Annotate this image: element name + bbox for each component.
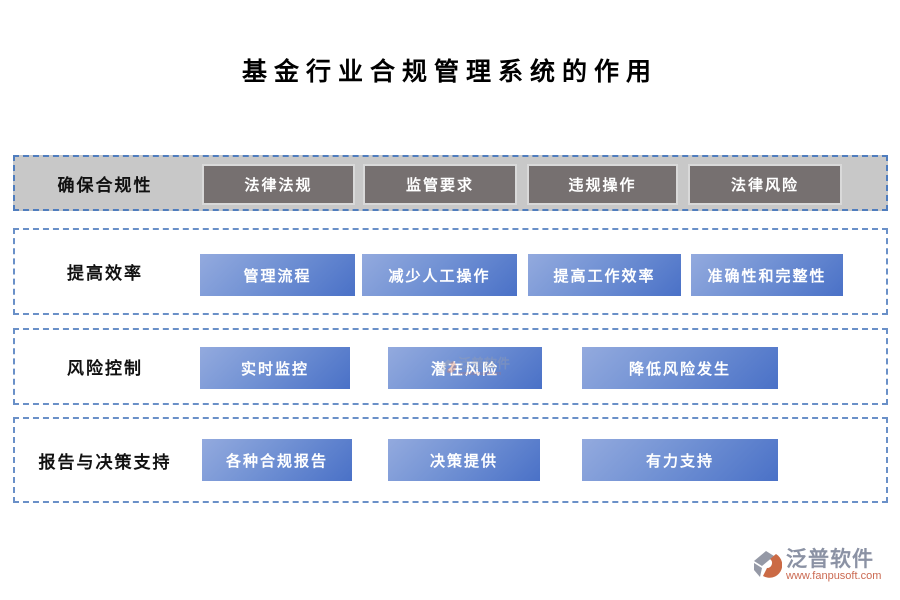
- row-3-label: 风险控制: [67, 359, 143, 379]
- row-4-item-1: 各种合规报告: [202, 439, 352, 481]
- row-3: 风险控制 实时监控潜在风险降低风险发生: [13, 328, 888, 405]
- row-4: 报告与决策支持 各种合规报告决策提供有力支持: [13, 417, 888, 503]
- fanpu-logo-icon: [754, 551, 782, 578]
- row-2-item-4: 准确性和完整性: [691, 254, 843, 296]
- row-1-item-1: 法律法规: [202, 164, 355, 205]
- row-1-item-3: 违规操作: [527, 164, 678, 205]
- row-4-item-3: 有力支持: [582, 439, 778, 481]
- row-2: 提高效率 管理流程减少人工操作提高工作效率准确性和完整性: [13, 228, 888, 315]
- row-2-label: 提高效率: [67, 264, 143, 284]
- row-2-item-1: 管理流程: [200, 254, 355, 296]
- row-2-item-3: 提高工作效率: [528, 254, 681, 296]
- row-3-item-2: 潜在风险: [388, 347, 542, 389]
- logo-url: www.fanpusoft.com: [786, 570, 882, 582]
- row-1: 确保合规性 法律法规监管要求违规操作法律风险: [13, 155, 888, 211]
- row-1-item-4: 法律风险: [688, 164, 842, 205]
- row-1-label: 确保合规性: [57, 175, 153, 196]
- logo-name: 泛普软件: [786, 546, 874, 571]
- fanpu-logo: 泛普软件 www.fanpusoft.com: [750, 548, 895, 582]
- row-4-label: 报告与决策支持: [38, 452, 172, 473]
- row-3-item-3: 降低风险发生: [582, 347, 778, 389]
- row-4-item-2: 决策提供: [388, 439, 540, 481]
- page-title: 基金行业合规管理系统的作用: [241, 57, 658, 86]
- row-2-item-2: 减少人工操作: [362, 254, 517, 296]
- row-1-item-2: 监管要求: [363, 164, 517, 205]
- row-3-item-1: 实时监控: [200, 347, 350, 389]
